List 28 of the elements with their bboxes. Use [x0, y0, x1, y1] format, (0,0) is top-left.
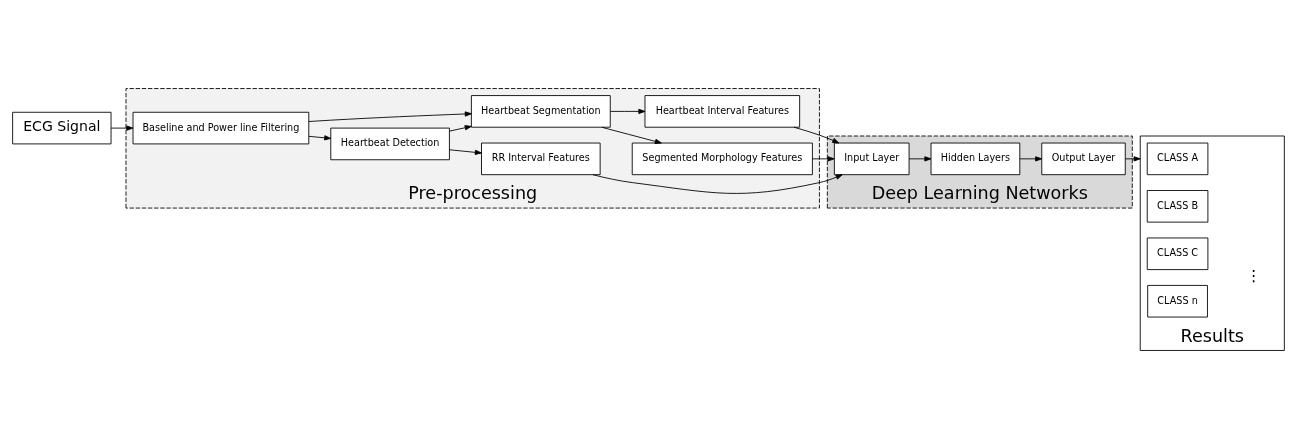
arrow	[1019, 155, 1043, 161]
arrow	[449, 148, 482, 155]
node-box: Heartbeat Interval Features	[644, 94, 801, 128]
node-box: CLASS C	[1146, 237, 1209, 270]
arrow	[308, 134, 332, 140]
arrow	[793, 126, 840, 143]
arrow	[308, 110, 472, 122]
node-box: ECG Signal	[12, 111, 112, 144]
arrow	[609, 108, 646, 114]
node-box: Heartbeat Detection	[330, 127, 450, 160]
arrow	[812, 155, 835, 161]
arrow	[592, 173, 843, 194]
arrow	[1125, 155, 1141, 161]
node-box: Segmented Morphology Features	[631, 142, 813, 175]
node-box: Baseline and Power line Filtering	[132, 111, 310, 144]
arrow	[449, 124, 472, 132]
node-box: Heartbeat Segmentation	[470, 94, 611, 128]
arrow	[601, 126, 662, 144]
node-box: Input Layer	[833, 142, 910, 175]
arrow	[908, 155, 932, 161]
node-box: Output Layer	[1041, 142, 1126, 175]
node-box: RR Interval Features	[481, 142, 601, 175]
node-box: CLASS n	[1147, 284, 1208, 317]
node-box: CLASS A	[1146, 142, 1209, 175]
label: ⋮	[1245, 265, 1262, 285]
node-box: Hidden Layers	[930, 142, 1021, 175]
node-box: CLASS B	[1146, 189, 1209, 223]
arrow	[110, 125, 134, 131]
